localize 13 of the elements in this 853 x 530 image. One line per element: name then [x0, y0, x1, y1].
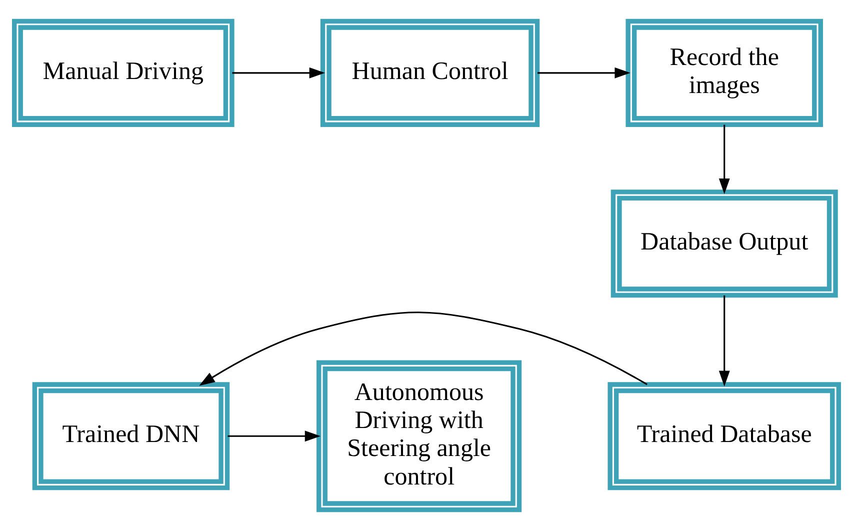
arrow — [718, 124, 730, 194]
node-box: Autonomous Driving with Steering angle control — [316, 360, 522, 512]
arrow — [538, 66, 630, 78]
arrow — [199, 311, 648, 386]
node-box: Record the images — [626, 18, 823, 126]
node-box: Trained Database — [608, 382, 841, 490]
node-box: Database Output — [610, 189, 838, 298]
arrow — [228, 430, 321, 442]
arrow — [232, 66, 325, 78]
node-box: Manual Driving — [12, 18, 234, 126]
arrow — [718, 294, 730, 386]
node-box: Human Control — [320, 18, 540, 126]
node-box: Trained DNN — [32, 382, 230, 490]
